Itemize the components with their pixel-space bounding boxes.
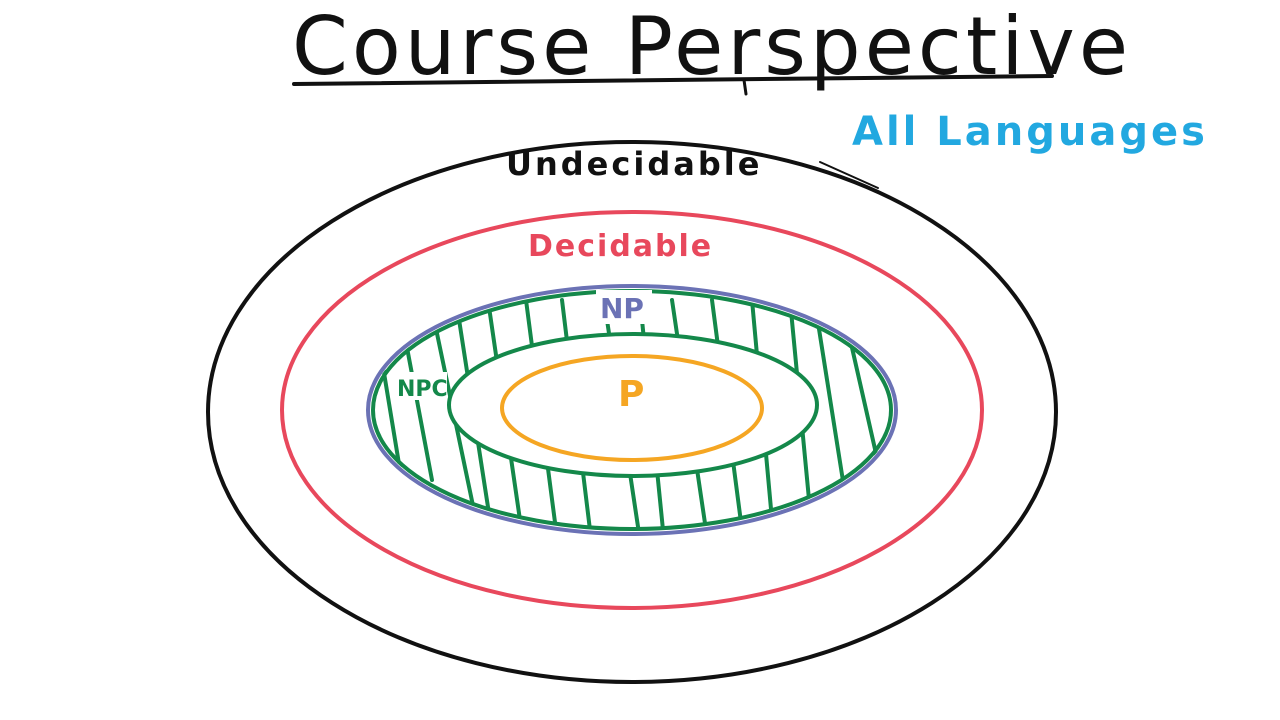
npc-label: NPC [397, 377, 448, 402]
np-label-background [596, 290, 652, 324]
title-underline-tick [742, 78, 748, 96]
all-languages-pointer [819, 161, 879, 189]
np-label: NP [600, 292, 644, 325]
undecidable-label: Undecidable [506, 145, 762, 183]
title-underline [292, 74, 1054, 86]
npc-inner-ellipse [447, 332, 819, 478]
decidable-ellipse [280, 210, 984, 610]
all-languages-label: All Languages [852, 109, 1208, 155]
p-label: P [618, 374, 644, 415]
decidable-label: Decidable [528, 229, 713, 264]
undecidable-ellipse [206, 140, 1058, 684]
p-ellipse [500, 354, 764, 462]
npc-label-background [395, 372, 447, 400]
np-ellipse [366, 284, 898, 536]
